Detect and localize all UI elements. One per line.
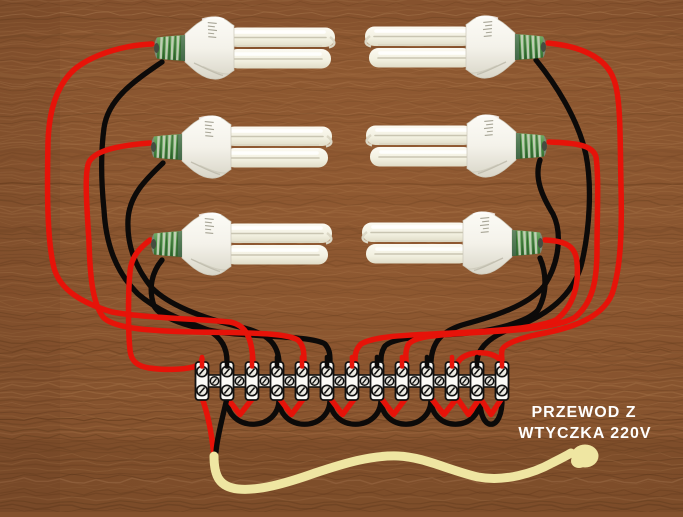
svg-text:PRZEWOD Z: PRZEWOD Z: [532, 404, 637, 421]
svg-text:WTYCZKA 220V: WTYCZKA 220V: [518, 425, 651, 442]
